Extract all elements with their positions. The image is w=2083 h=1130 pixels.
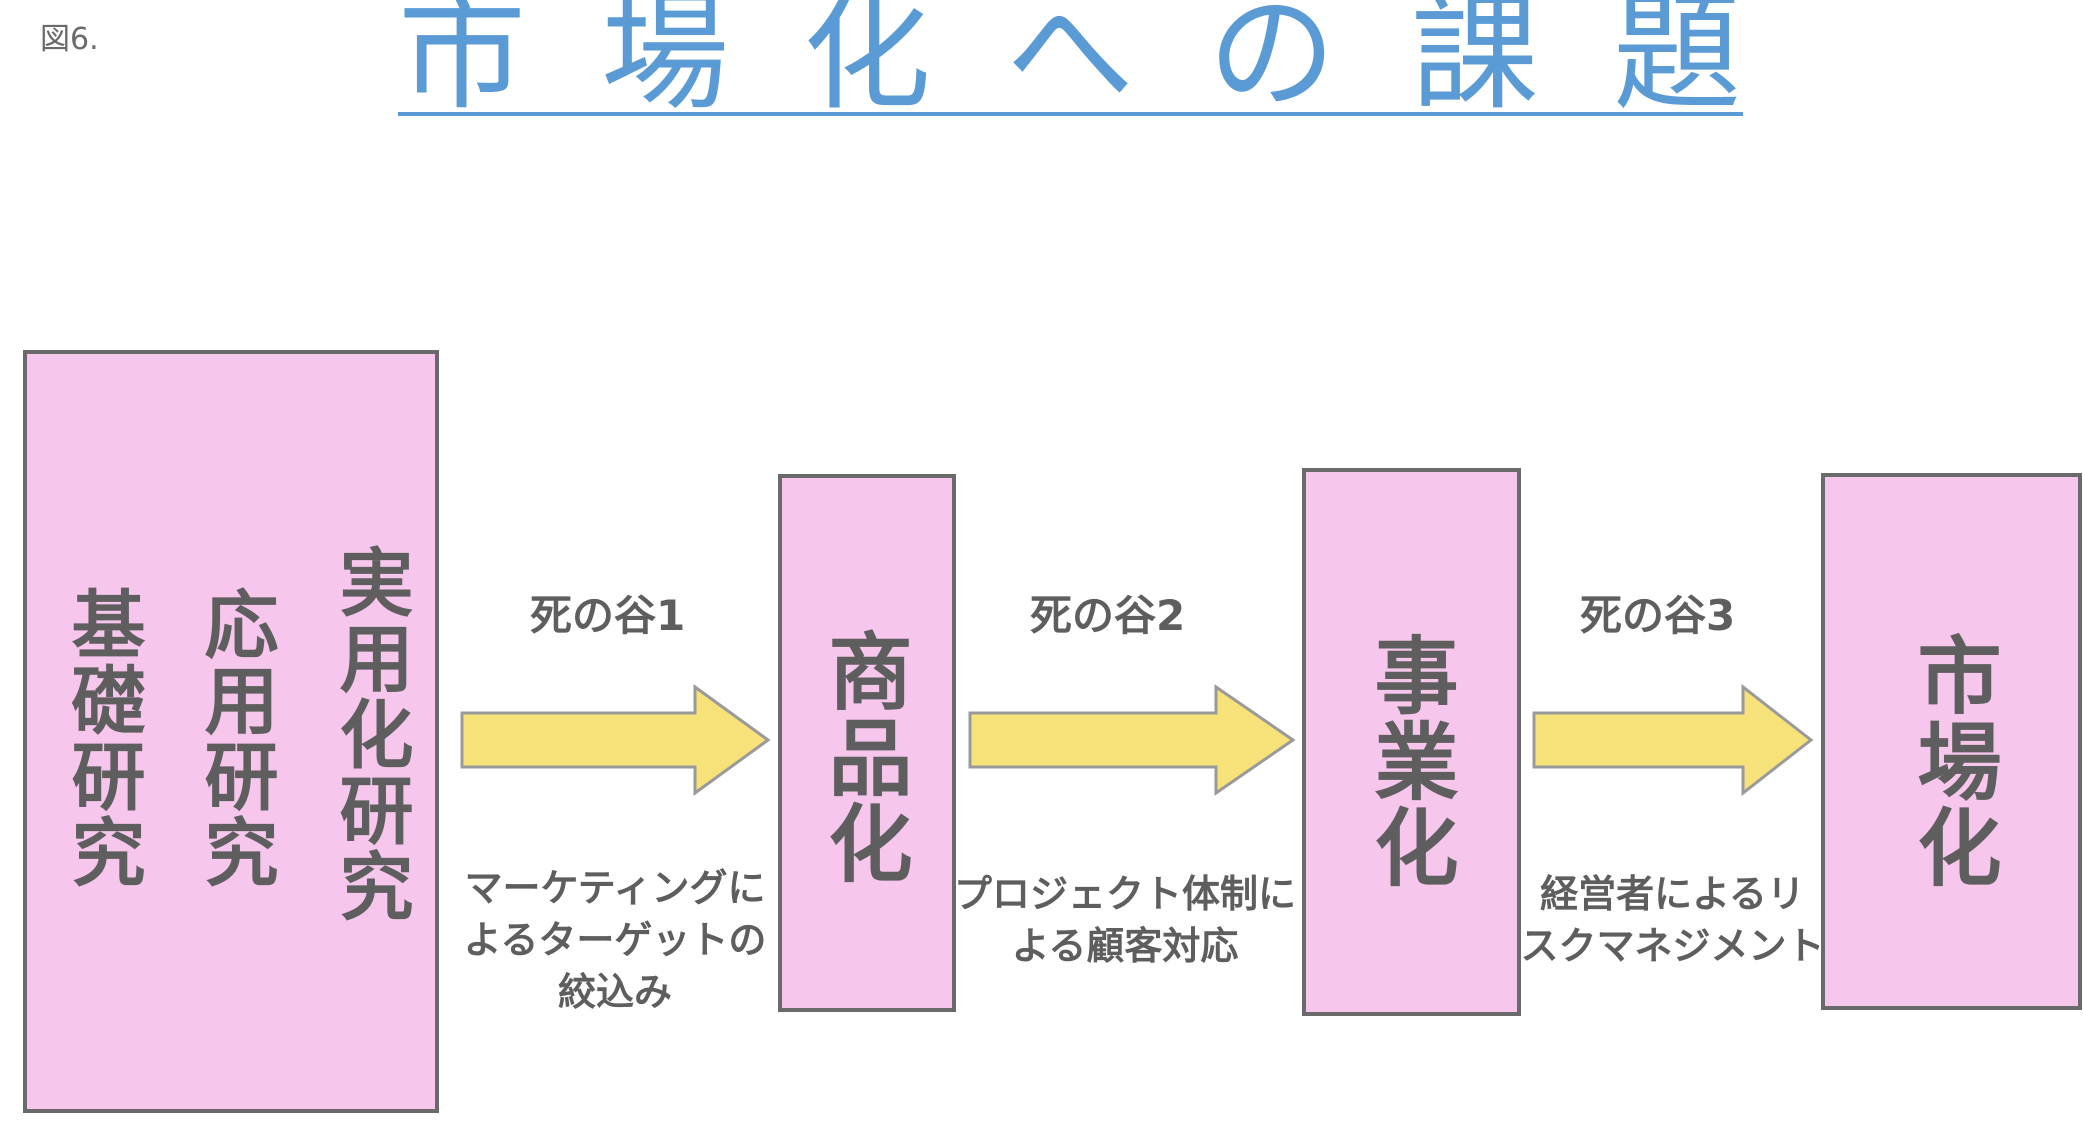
valley-note-line: 絞込み	[557, 970, 672, 1014]
valley-note-line: よるターゲットの	[463, 918, 767, 962]
valley-label-2: 死の谷2	[1030, 591, 1186, 640]
valley-note-1: マーケティングに よるターゲットの 絞込み	[445, 862, 785, 1018]
research-stage-box: 基礎研究 応用研究 実用化研究	[23, 350, 439, 1113]
valley-note-line: プロジェクト体制に	[953, 872, 1296, 916]
right-arrow-icon	[968, 684, 1296, 796]
business-stage-box: 事業化	[1302, 468, 1521, 1016]
productization-stage-box: 商品化	[778, 474, 956, 1012]
right-arrow-icon	[460, 684, 771, 796]
market-stage-box: 市場化	[1821, 473, 2082, 1010]
title-char: へ	[1006, 0, 1135, 128]
title-char: の	[1208, 0, 1337, 128]
title-char: 題	[1613, 0, 1742, 128]
valley-note-2: プロジェクト体制に よる顧客対応	[950, 868, 1300, 972]
applied-research-label: 応用研究	[192, 586, 278, 890]
valley-note-line: マーケティングに	[464, 866, 766, 910]
valley-label-1: 死の谷1	[530, 591, 686, 640]
valley-note-3: 経営者によるリ スクマネジメント	[1520, 868, 1825, 972]
business-label: 事業化	[1361, 632, 1459, 890]
basic-research-label: 基礎研究	[59, 586, 145, 890]
valley-note-line: スクマネジメント	[1520, 924, 1825, 968]
title-char: 市	[398, 0, 527, 128]
figure-label: 図6.	[40, 22, 99, 57]
productization-label: 商品化	[815, 628, 913, 886]
valley-note-line: 経営者によるリ	[1540, 872, 1805, 916]
title-char: 場	[601, 0, 730, 128]
title-char: 化	[803, 0, 932, 128]
market-label: 市場化	[1904, 632, 2002, 890]
valley-label-3: 死の谷3	[1580, 591, 1736, 640]
valley-note-line: よる顧客対応	[1011, 924, 1239, 968]
page-title: 市 場 化 へ の 課 題	[398, 0, 1743, 128]
practical-research-label: 実用化研究	[327, 544, 413, 924]
title-char: 課	[1411, 0, 1540, 128]
right-arrow-icon	[1532, 683, 1814, 797]
